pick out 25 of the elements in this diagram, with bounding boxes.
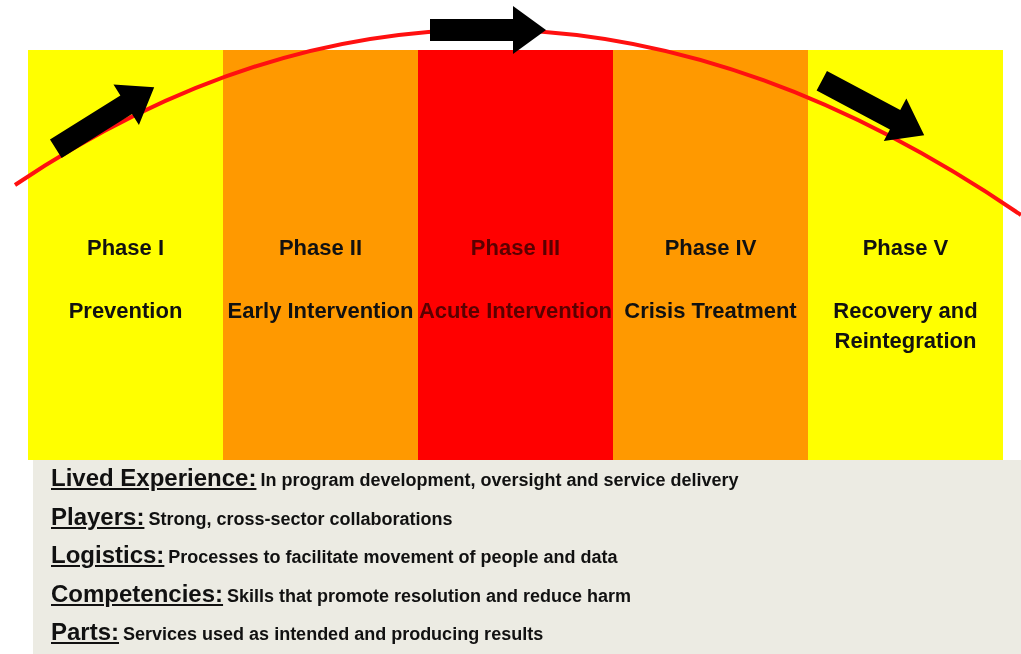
phase-name: Early Intervention (226, 297, 415, 325)
phase-name: Recovery and Reintegration (832, 297, 979, 355)
row-heading: Parts: (51, 618, 120, 645)
phase-title: Phase III (469, 235, 562, 261)
phase-band (223, 50, 418, 460)
phase-title: Phase IV (663, 235, 758, 261)
phase-name: Prevention (67, 297, 184, 325)
row-text: Services used as intended and producing results (123, 624, 544, 644)
phase-title: Phase II (277, 235, 364, 261)
row-text: Strong, cross-sector collaborations (148, 508, 453, 529)
phase-title: Phase V (861, 235, 950, 261)
phase-band (808, 50, 1003, 460)
phase-band (28, 50, 223, 460)
row-heading: Competencies: (51, 579, 224, 607)
row-text: Skills that promote resolution and reduce harm (227, 585, 632, 606)
phase-title: Phase I (85, 235, 165, 261)
row-text: In program development, oversight and service delivery (260, 470, 739, 490)
phase-name: Crisis Treatment (623, 297, 798, 325)
phase-band (613, 50, 808, 460)
phase-band (418, 50, 613, 460)
row-heading: Lived Experience: (51, 464, 257, 491)
phase-name: Acute Intervention (418, 297, 613, 325)
row-heading: Logistics: (51, 541, 165, 568)
row-heading: Players: (51, 502, 145, 530)
row-text: Processes to facilitate movement of people and data (168, 547, 618, 567)
